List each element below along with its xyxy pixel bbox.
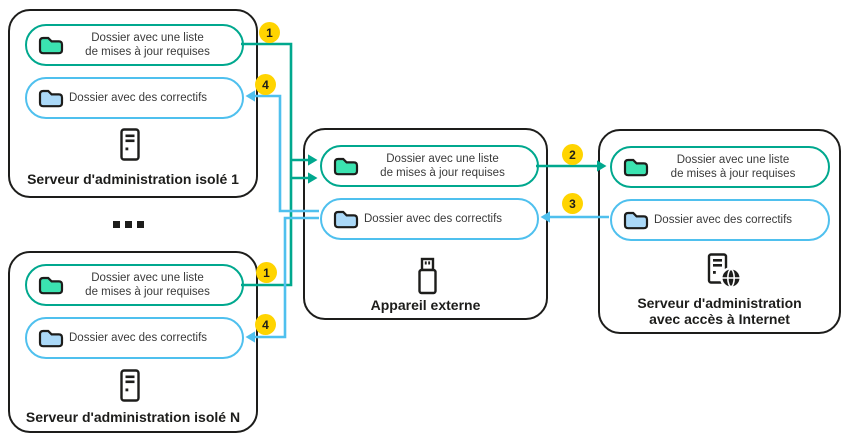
usb-drive-icon: [418, 257, 437, 295]
node-isolated-server-n: Dossier avec une liste de mises à jour r…: [8, 251, 258, 433]
node-title-internet: Serveur d'administration avec accès à In…: [600, 295, 839, 327]
step-badge-4-isolatedN: 4: [255, 314, 276, 335]
folder-updates-icon: [623, 158, 649, 176]
patches-folder-pill: Dossier avec des correctifs: [320, 198, 539, 240]
updates-folder-label-line1: Dossier avec une liste: [676, 153, 790, 166]
ellipsis-dot: [125, 221, 132, 228]
node-title-external: Appareil externe: [370, 297, 481, 313]
patches-folder-pill: Dossier avec des correctifs: [25, 77, 244, 119]
folder-patches-icon: [38, 329, 64, 347]
patches-folder-pill: Dossier avec des correctifs: [25, 317, 244, 359]
updates-folder-pill: Dossier avec une liste de mises à jour r…: [610, 146, 830, 188]
server-with-globe-icon: [707, 253, 742, 289]
patches-folder-pill: Dossier avec des correctifs: [610, 199, 830, 241]
patches-folder-label: Dossier avec des correctifs: [69, 331, 208, 344]
server-tower-icon: [120, 369, 140, 402]
folder-patches-icon: [333, 210, 359, 228]
node-external-device: Dossier avec une liste de mises à jour r…: [303, 128, 548, 320]
patches-folder-label: Dossier avec des correctifs: [654, 213, 793, 226]
folder-updates-icon: [38, 36, 64, 54]
node-title-isolated-n: Serveur d'administration isolé N: [25, 409, 241, 425]
patches-folder-label: Dossier avec des correctifs: [69, 91, 208, 104]
ellipsis-separator: ...: [113, 221, 149, 228]
updates-folder-pill: Dossier avec une liste de mises à jour r…: [25, 24, 244, 66]
updates-folder-label: Dossier avec une liste de mises à jour r…: [64, 271, 231, 299]
node-isolated-server-1: Dossier avec une liste de mises à jour r…: [8, 9, 258, 198]
node-title-internet-line2: avec accès à Internet: [649, 310, 790, 327]
updates-folder-label: Dossier avec une liste de mises à jour r…: [649, 153, 817, 181]
folder-updates-icon: [38, 276, 64, 294]
folder-updates-icon: [333, 157, 359, 175]
updates-folder-pill: Dossier avec une liste de mises à jour r…: [320, 145, 539, 187]
updates-folder-label: Dossier avec une liste de mises à jour r…: [64, 31, 231, 59]
updates-folder-pill: Dossier avec une liste de mises à jour r…: [25, 264, 244, 306]
step-badge-1-isolatedN: 1: [256, 262, 277, 283]
node-title-isolated-1: Serveur d'administration isolé 1: [27, 171, 239, 187]
step-badge-1-isolated1: 1: [259, 22, 280, 43]
node-internet-server: Dossier avec une liste de mises à jour r…: [598, 129, 841, 334]
folder-patches-icon: [623, 211, 649, 229]
updates-folder-label-line1: Dossier avec une liste: [91, 271, 204, 284]
folder-patches-icon: [38, 89, 64, 107]
updates-folder-label-line1: Dossier avec une liste: [386, 152, 499, 165]
updates-folder-label-line2: de mises à jour requises: [85, 46, 210, 58]
ellipsis-dot: [113, 221, 120, 228]
server-tower-icon: [120, 128, 140, 161]
updates-folder-label: Dossier avec une liste de mises à jour r…: [359, 152, 526, 180]
patches-folder-label: Dossier avec des correctifs: [364, 212, 503, 225]
updates-folder-label-line2: de mises à jour requises: [670, 168, 796, 180]
updates-folder-label-line2: de mises à jour requises: [380, 167, 505, 179]
updates-folder-label-line2: de mises à jour requises: [85, 286, 210, 298]
updates-folder-label-line1: Dossier avec une liste: [91, 31, 204, 44]
step-badge-3: 3: [562, 193, 583, 214]
node-title-internet-line1: Serveur d'administration: [637, 295, 802, 311]
ellipsis-dot: [137, 221, 144, 228]
step-badge-2: 2: [562, 144, 583, 165]
step-badge-4-isolated1: 4: [255, 74, 276, 95]
